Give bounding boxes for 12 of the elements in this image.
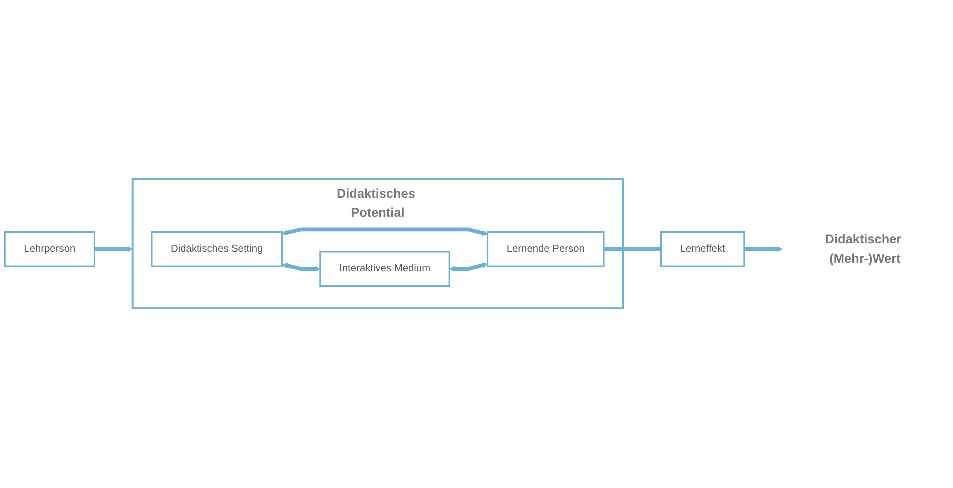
arrow [450,262,488,272]
node-box: Lehrperson [4,231,96,268]
node-box: Didaktisches Setting [151,231,284,268]
arrow [94,246,134,252]
node-box: Lernende Person [486,231,605,268]
connector [604,248,662,252]
node-box: Interaktives Medium [320,251,450,288]
arrow [282,228,488,236]
arrow [744,246,783,252]
node-text: Didaktischer (Mehr-)Wert [825,232,902,266]
node-box: Lerneffekt [660,231,746,268]
arrow [282,263,321,272]
